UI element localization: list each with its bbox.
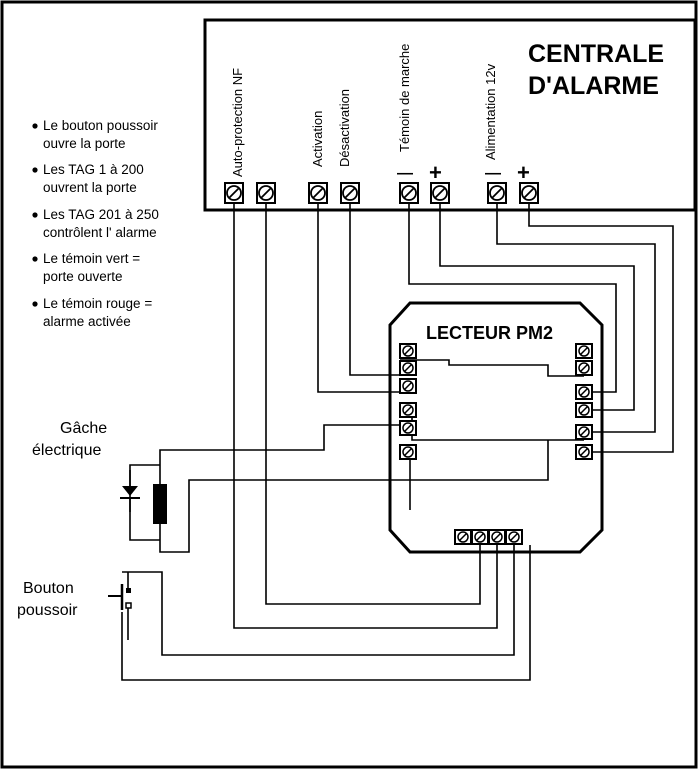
diode-icon — [120, 470, 140, 512]
note-4-line1: Le témoin vert = — [43, 251, 140, 266]
note-bullet — [32, 301, 38, 307]
note-3-line2: contrôlent l' alarme — [43, 225, 157, 240]
reader-left-terminal-1 — [399, 343, 417, 359]
reader-title: LECTEUR PM2 — [426, 323, 553, 343]
note-bullet — [32, 123, 38, 129]
note-4-line2: porte ouverte — [43, 269, 123, 284]
label-temoin-marche: Témoin de marche — [397, 44, 412, 152]
terminal-auto-protection-2 — [256, 182, 276, 204]
label-activation: Activation — [310, 111, 325, 167]
reader-right-terminal-6 — [575, 444, 593, 460]
label-desactivation: Désactivation — [337, 89, 352, 167]
label-alimentation: Alimentation 12v — [483, 63, 498, 160]
reader-left-terminal-5 — [399, 420, 417, 436]
note-1-line2: ouvre la porte — [43, 136, 126, 151]
note-5-line1: Le témoin rouge = — [43, 296, 152, 311]
terminal-auto-protection-1 — [224, 182, 244, 204]
reader-bottom-terminal-2 — [471, 529, 489, 545]
note-5-line2: alarme activée — [43, 314, 131, 329]
note-3-line1: Les TAG 201 à 250 — [43, 207, 159, 222]
alim-minus-sign: — — [485, 165, 501, 182]
note-bullet — [32, 256, 38, 262]
button-label-line2: poussoir — [17, 602, 78, 619]
strike-label-line1: Gâche — [60, 420, 107, 437]
note-bullet — [32, 167, 38, 173]
reader-bottom-terminal-4 — [505, 529, 523, 545]
reader-right-terminal-2 — [575, 360, 593, 376]
terminal-activation — [308, 182, 328, 204]
terminal-alim-plus — [519, 182, 539, 204]
label-auto-protection: Auto-protection NF — [230, 68, 245, 177]
terminal-desactivation — [340, 182, 360, 204]
notes-list: Le bouton poussoir ouvre la porte Les TA… — [32, 118, 159, 329]
reader-right-terminal-1 — [575, 343, 593, 359]
note-1-line1: Le bouton poussoir — [43, 118, 158, 133]
reader-bottom-terminal-3 — [488, 529, 506, 545]
central-title-line2: D'ALARME — [528, 72, 659, 100]
reader-left-terminal-2 — [399, 360, 417, 376]
note-bullet — [32, 212, 38, 218]
button-label-line1: Bouton — [23, 580, 74, 597]
electric-strike-coil — [153, 484, 167, 524]
terminal-temoin-plus — [430, 182, 450, 204]
alarm-central-box — [203, 18, 697, 212]
reader-bottom-terminals — [454, 529, 523, 545]
terminal-temoin-minus — [399, 182, 419, 204]
reader-left-terminal-6 — [399, 444, 417, 460]
reader-right-terminal-5 — [575, 424, 593, 440]
reader-right-terminal-3 — [575, 384, 593, 400]
terminal-alim-minus — [487, 182, 507, 204]
alim-plus-sign: + — [517, 160, 530, 185]
reader-bottom-terminal-1 — [454, 529, 472, 545]
strike-label-line2: électrique — [32, 442, 101, 459]
temoin-plus-sign: + — [429, 160, 442, 185]
note-2-line1: Les TAG 1 à 200 — [43, 162, 144, 177]
reader-right-terminal-4 — [575, 402, 593, 418]
push-button-icon — [108, 572, 132, 640]
reader-left-terminal-4 — [399, 402, 417, 418]
central-title-line1: CENTRALE — [528, 40, 664, 68]
reader-pm2-box — [388, 301, 604, 554]
temoin-minus-sign: — — [397, 165, 413, 182]
note-2-line2: ouvrent la porte — [43, 180, 137, 195]
reader-left-terminal-3 — [399, 378, 417, 394]
